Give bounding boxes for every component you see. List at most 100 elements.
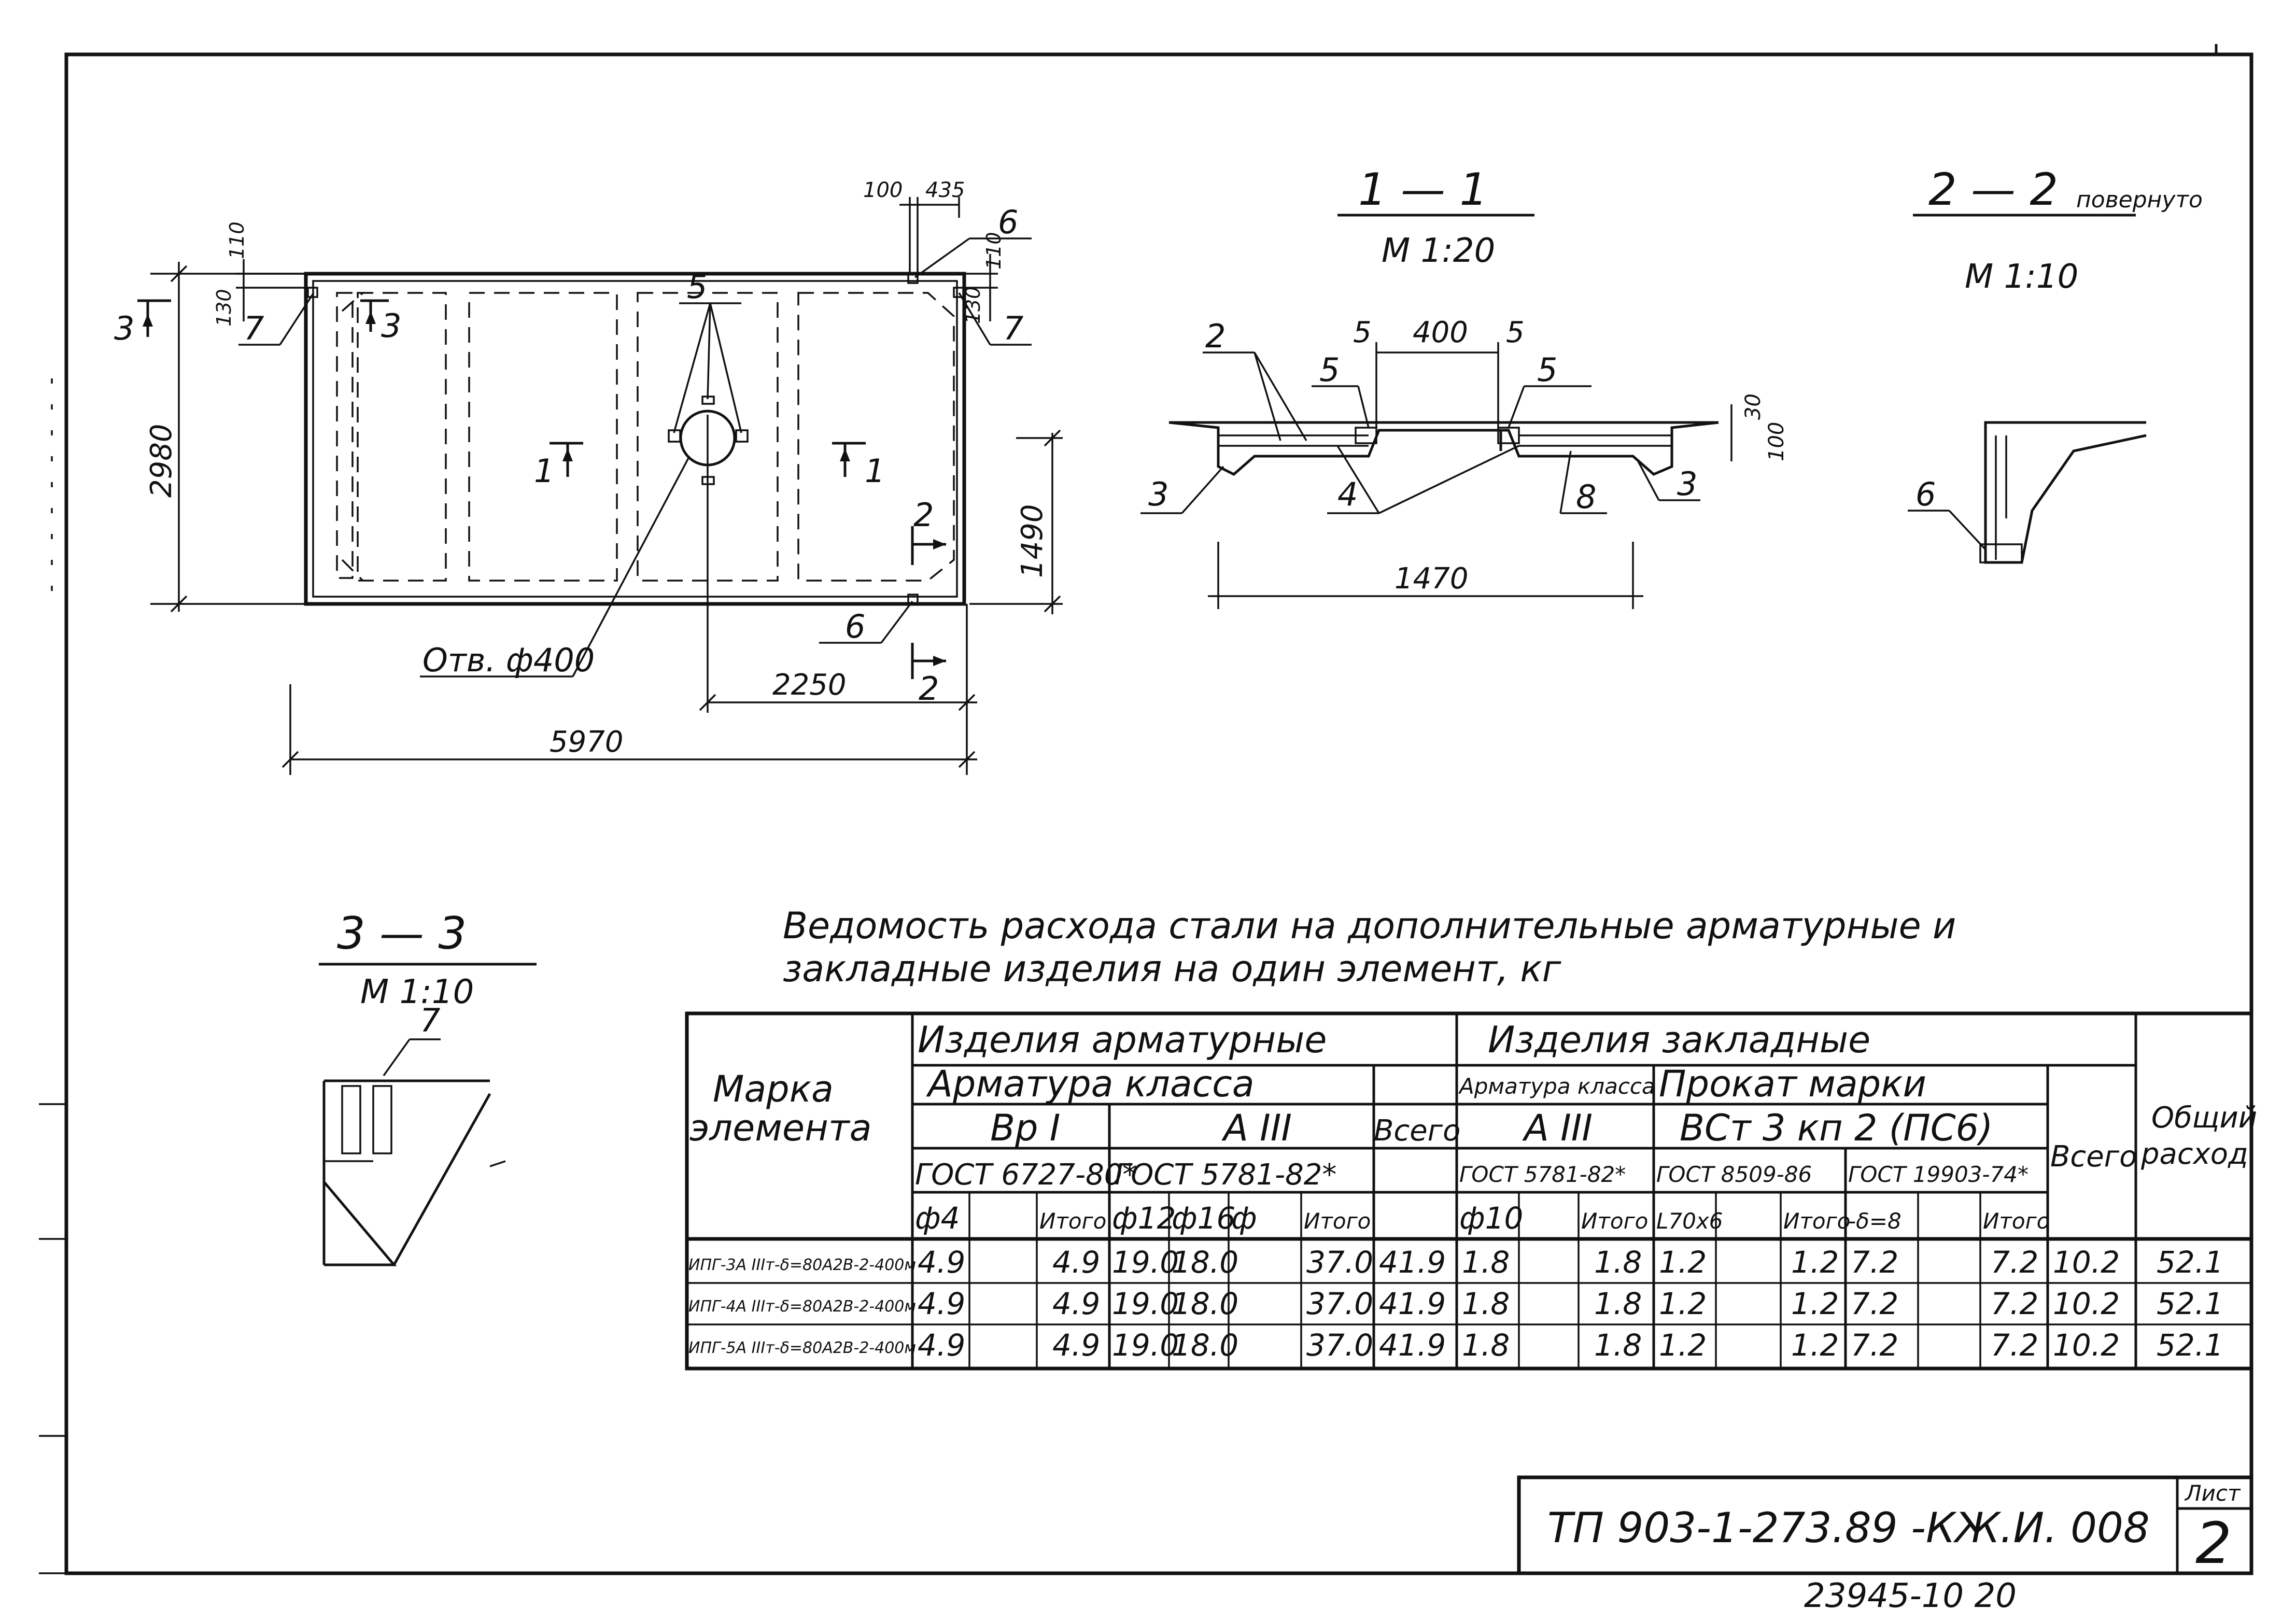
sub-10: L70x6 [1656,1208,1723,1234]
title-stamp: ТП 903-1-273.89 -КЖ.И. 008 Лист 2 23945-… [1517,1475,2253,1615]
row0-c17: 7.2 [1991,1245,2038,1280]
callout-2-text: 2 [1205,317,1226,355]
row2-c14: 1.2 [1791,1328,1839,1363]
dim-1490: 1490 [969,429,1063,614]
callout-5-plan: 5 [673,268,742,433]
row1-c7: 37.0 [1306,1286,1373,1321]
row2-c4: 19.0 [1112,1328,1179,1363]
callout-7-left: 7 [238,292,315,347]
dim-5970-text: 5970 [550,725,624,759]
row1-c3: 4.9 [1052,1286,1100,1321]
section-1-1-title: 1 — 1 [1358,164,1488,216]
table-caption-line2: закладные изделия на один элемент, кг [783,948,1562,990]
callout-3-right-text: 3 [1677,465,1697,503]
row0-c18: 10.2 [2053,1245,2120,1280]
section-mark-1-right: 1 [832,442,885,490]
h-total2: Всего [2050,1140,2137,1174]
sheet-frame [39,44,2253,1575]
row2-c11: 1.8 [1594,1328,1642,1363]
row1-c1: 4.9 [918,1286,965,1321]
stamp-sheet-label: Лист [2184,1480,2241,1506]
dim-100-text-s: 100 [1765,422,1788,461]
row2-c9: 1.8 [1462,1328,1510,1363]
dim-left-small: 110 130 [213,221,311,327]
dim-1470-text: 1470 [1394,562,1469,596]
row0-c9: 1.8 [1462,1245,1510,1280]
row1-c9: 1.8 [1462,1286,1510,1321]
section-3-3-title: 3 — 3 [337,908,467,960]
section-2-2: 2 — 2 повернуто М 1:10 6 [1908,164,2203,564]
h-arm-class: Арматура класса [926,1063,1255,1105]
h-vst: ВСт 3 кп 2 (ПС6) [1680,1107,1993,1149]
callout-hole: Отв. ф400 [420,456,691,679]
callout-7-right: 7 [958,292,1032,347]
row1-c4: 19.0 [1112,1286,1179,1321]
row2-c18: 10.2 [2053,1328,2120,1363]
callout-5-right-text: 5 [1537,351,1557,389]
sub-2: Итого [1039,1208,1106,1234]
row2-c12: 1.2 [1659,1328,1707,1363]
callout-4-text: 4 [1337,475,1358,513]
row0-c1: 4.9 [918,1245,965,1280]
section-2-2-title: 2 — 2 [1928,164,2058,216]
section-label-2-upper: 2 [913,496,934,534]
callout-6-bottom: 6 [819,600,913,645]
stamp-inventory: 23945-10 20 [1804,1577,2017,1615]
callout-8-text: 8 [1576,478,1596,516]
section-label-2-lower: 2 [919,670,939,708]
h-overall-2: расход [2140,1137,2248,1171]
h-gost1: ГОСТ 6727-80* [915,1158,1137,1192]
callout-7-right-text: 7 [1003,309,1023,347]
section-label-3: 3 [114,309,134,347]
h-zakl: Изделия закладные [1488,1019,1870,1061]
section-2-2-note: повернуто [2076,187,2203,213]
section-mark-2-upper: 2 [911,496,946,565]
section-3-3: 3 — 3 М 1:10 7 [319,908,537,1266]
h-mark-2: элемента [689,1107,872,1149]
dim-1490-text: 1490 [1016,504,1049,578]
row0-c7: 37.0 [1306,1245,1373,1280]
callout-6-top-text: 6 [998,203,1018,241]
sub-5: ф [1231,1201,1257,1236]
h-bp1: Вр I [990,1107,1060,1149]
dim-5-left-text: 5 [1353,316,1372,349]
hole-label-text: Отв. ф400 [422,641,595,679]
sub-9: Итого [1581,1208,1648,1234]
row1-c5: 18.0 [1172,1286,1238,1321]
section-mark-2-lower: 2 [911,643,946,708]
table-row: ИПГ-5А IIIт-δ=80А2В-2-400м 4.9 4.9 19.0 … [688,1328,2223,1363]
row1-mark: ИПГ-4А IIIт-δ=80А2В-2-400м [688,1297,916,1316]
dim-2250: 2250 [699,415,977,713]
sub-12: Итого [1783,1208,1850,1234]
plan-view: 3 3 1 1 2 2 [114,178,1063,775]
h-gost4: ГОСТ 8509-86 [1656,1162,1812,1187]
table-row: ИПГ-4А IIIт-δ=80А2В-2-400м 4.9 4.9 19.0 … [688,1286,2223,1321]
callout-3-left-text: 3 [1148,475,1168,513]
dim-left-110-text: 110 [226,221,248,259]
row0-c4: 19.0 [1112,1245,1179,1280]
row1-c17: 7.2 [1991,1286,2038,1321]
stamp-code: ТП 903-1-273.89 -КЖ.И. 008 [1547,1504,2150,1552]
callout-6-bottom-text: 6 [845,608,865,645]
sub-15: Итого [1983,1208,2050,1234]
section-mark-3-inner: 3 [360,299,401,345]
table-caption-line1: Ведомость расхода стали на дополнительны… [783,905,1956,947]
section-1-1: 1 — 1 М 1:20 400 5 5 1470 30 100 2 3 [1140,164,1788,609]
sub-4: ф16 [1172,1201,1235,1236]
dim-30-text: 30 [1741,393,1765,420]
sub-13: -δ=8 [1848,1208,1901,1234]
sub-3: ф12 [1112,1201,1176,1236]
row2-c15: 7.2 [1851,1328,1898,1363]
row1-c19: 52.1 [2157,1286,2223,1321]
row2-c7: 37.0 [1306,1328,1373,1363]
dim-left-130-text: 130 [213,289,235,327]
dim-2980-text: 2980 [145,424,178,498]
callout-6-top: 6 [914,203,1032,278]
row2-c5: 18.0 [1172,1328,1238,1363]
dim-2980: 2980 [145,262,311,613]
row0-c5: 18.0 [1172,1245,1238,1280]
row2-mark: ИПГ-5А IIIт-δ=80А2В-2-400м [688,1339,916,1357]
h-overall-1: Общий [2151,1101,2257,1135]
row0-mark: ИПГ-3А IIIт-δ=80А2В-2-400м [688,1256,916,1274]
